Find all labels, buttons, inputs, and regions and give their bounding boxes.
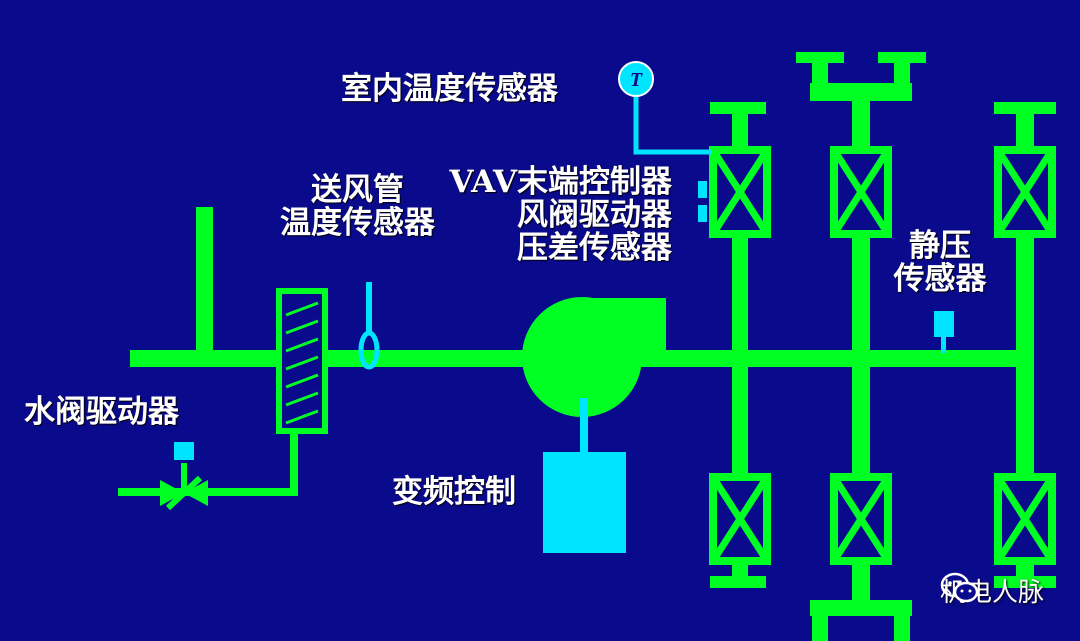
vav-label-line1: VAV末端控制器 [449,164,673,200]
static-pressure-label-line2: 传感器 [893,261,987,297]
vav-box-2-upper [834,150,888,234]
supply-duct-label-line2: 温度传感器 [280,205,435,241]
watermark: 机电人脉 [940,572,1044,609]
vfd-box [543,452,626,553]
vav-controller-indicators [698,181,707,222]
supply-fan [522,297,666,458]
supply-duct-label-line1: 送风管 [311,172,404,208]
room-temp-sensor: T [618,61,712,155]
water-valve [160,442,208,511]
supply-duct-temp-sensor-label: 送风管 温度传感器 [270,174,445,240]
vav-label-line2: 风阀驱动器 [517,197,672,233]
vav-box-3-lower [998,477,1052,561]
vav-controller-label: VAV末端控制器 风阀驱动器 压差传感器 [420,164,673,266]
static-pressure-sensor-label: 静压 传感器 [880,230,1000,296]
thermostat-symbol: T [630,69,643,91]
vav-box-3-upper [998,150,1052,234]
wechat-icon [940,572,979,603]
vav-box-2-lower [834,477,888,561]
vav-box-1-lower [713,477,767,561]
static-pressure-sensor [934,311,954,353]
room-temp-sensor-label: 室内温度传感器 [341,71,558,107]
vfd-control-label: 变频控制 [392,474,516,510]
vav-box-1-upper [713,150,767,234]
cooling-coil [276,288,328,434]
vav-label-line3: 压差传感器 [517,230,672,266]
water-valve-actuator-label: 水阀驱动器 [24,394,179,430]
static-pressure-label-line1: 静压 [909,228,971,264]
supply-air-temp-sensor [358,282,380,370]
